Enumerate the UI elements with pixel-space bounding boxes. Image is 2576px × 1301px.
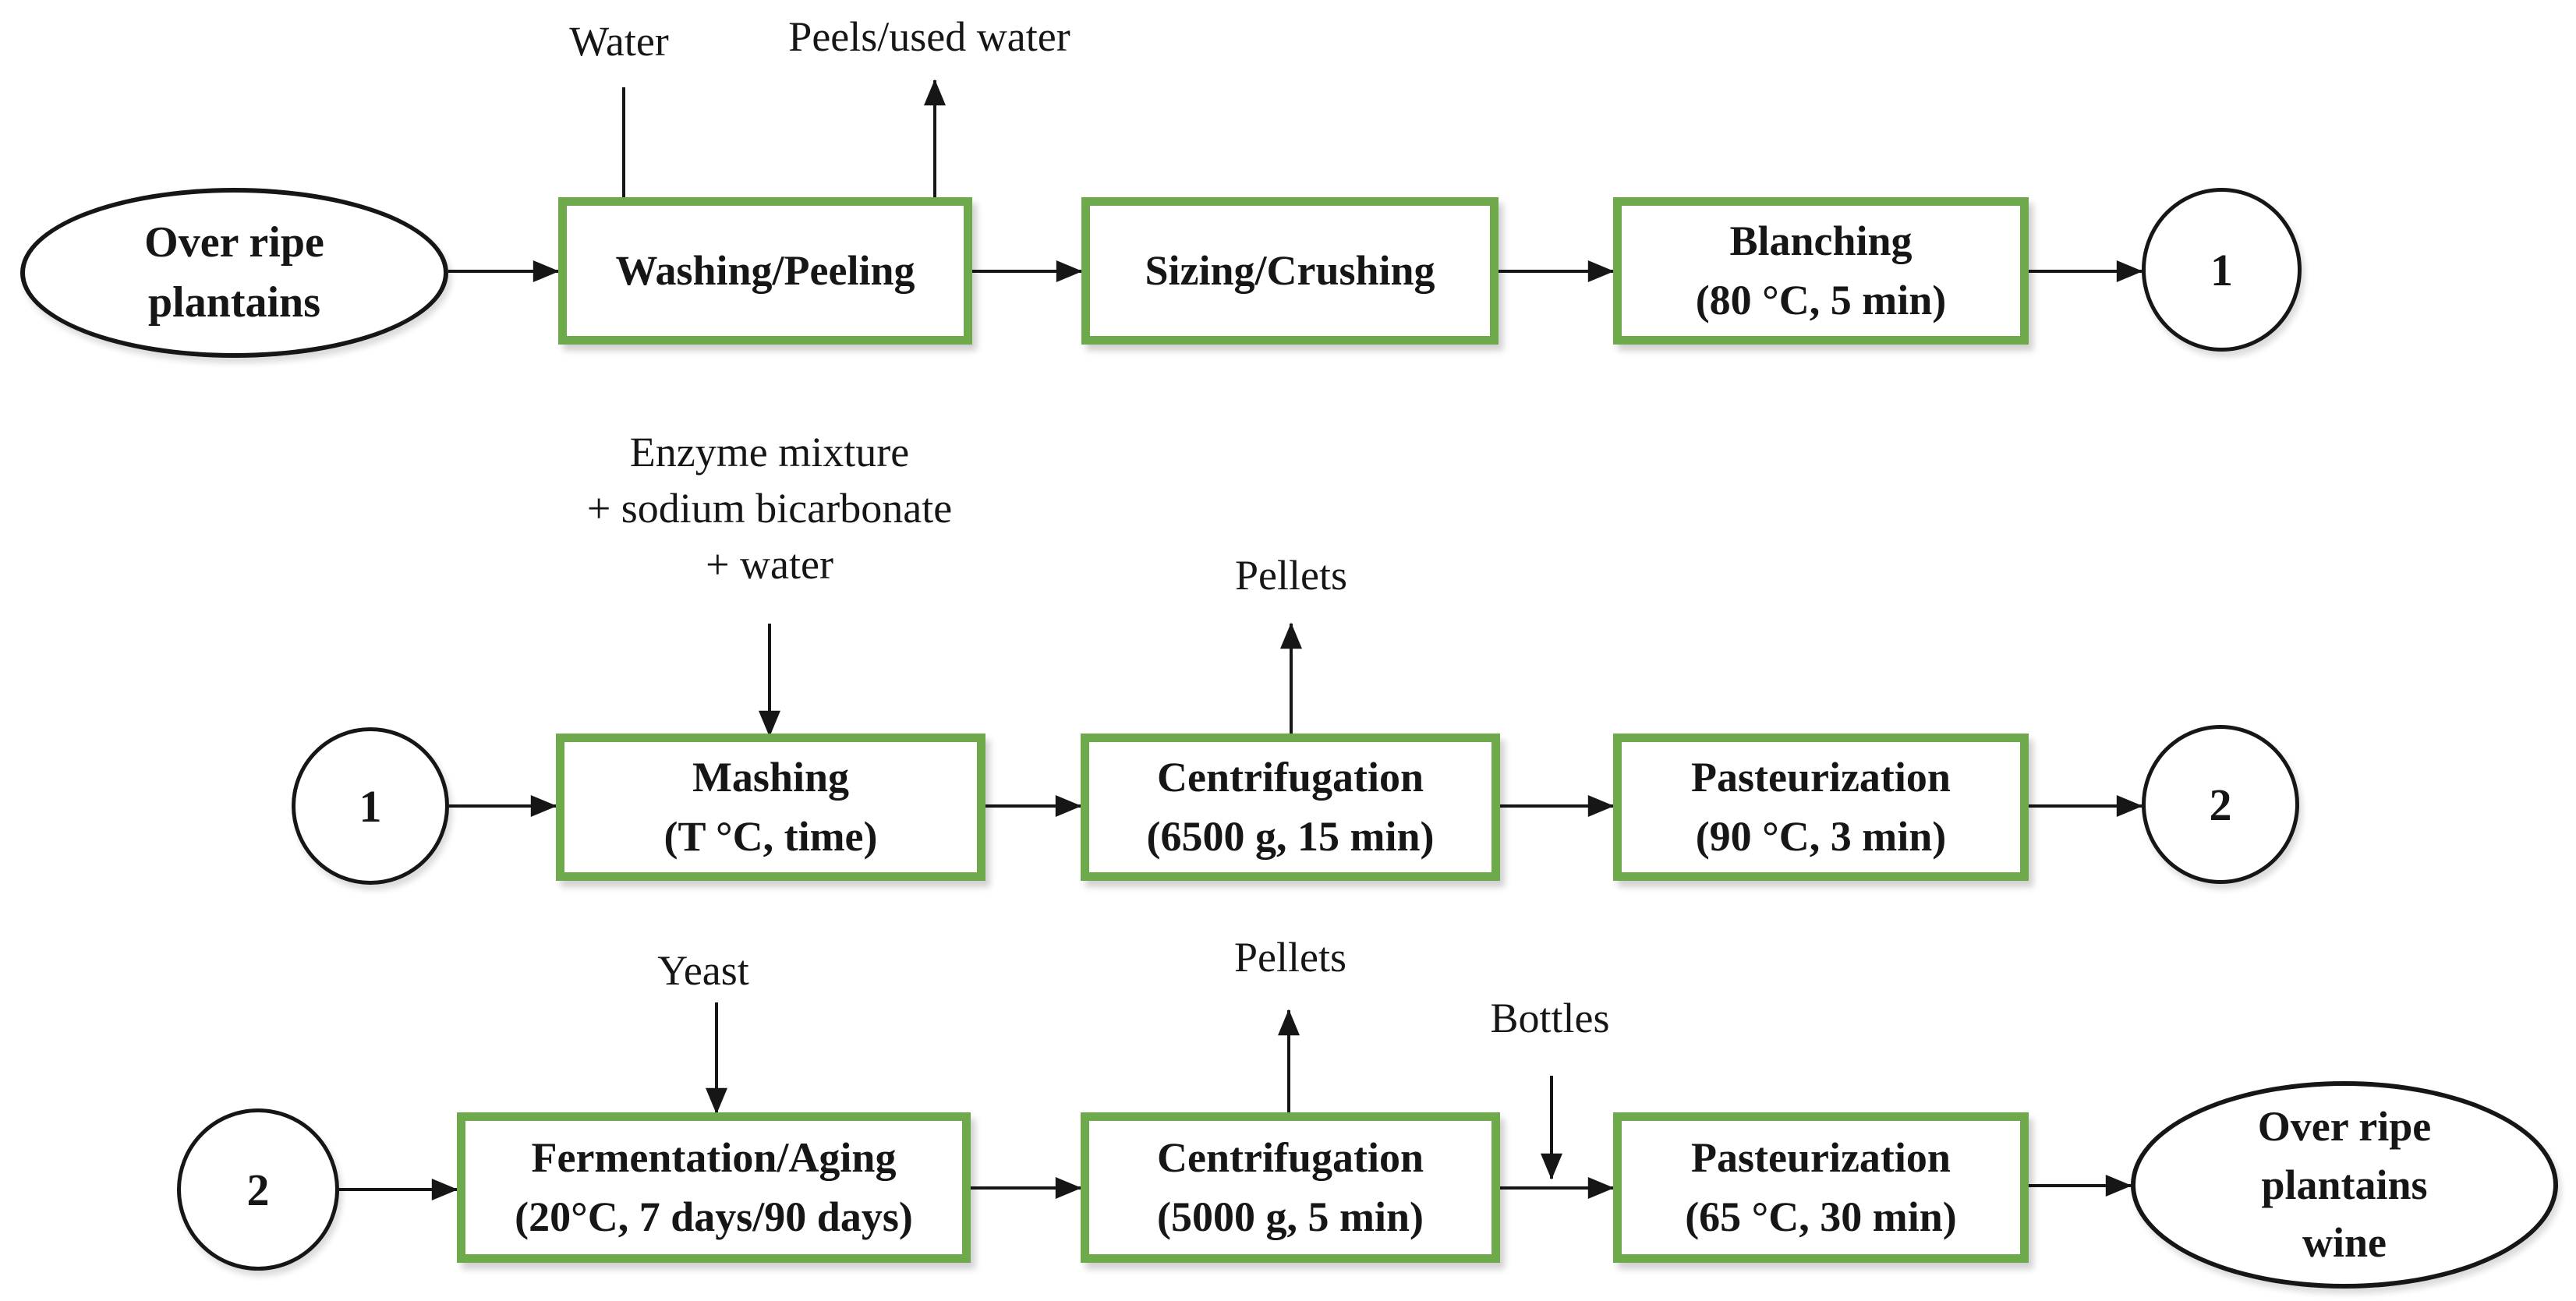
process-blanching: Blanching (80 °C, 5 min) <box>1613 197 2029 345</box>
annotation-enzyme-mixture: Enzyme mixture + sodium bicarbonate + wa… <box>587 425 952 592</box>
terminator-label-line1: Over ripe <box>2257 1103 2432 1151</box>
process-parameters: (6500 g, 15 min) <box>1146 812 1435 860</box>
connector-number: 1 <box>2210 244 2233 295</box>
connector-circle-2-in: 2 <box>177 1108 339 1271</box>
annotation-bottles: Bottles <box>1490 995 1610 1041</box>
process-label: Washing/Peeling <box>615 246 915 294</box>
annotation-pellets-2: Pellets <box>1234 934 1346 981</box>
connector-circle-1-out: 1 <box>2142 188 2302 352</box>
process-washing-peeling: Washing/Peeling <box>558 197 972 345</box>
process-label: Blanching <box>1729 217 1913 264</box>
annotation-yeast: Yeast <box>657 947 749 994</box>
annotation-line1: Enzyme mixture <box>629 429 910 476</box>
annotation-line2: + sodium bicarbonate <box>586 484 953 532</box>
process-parameters: (65 °C, 30 min) <box>1685 1193 1957 1240</box>
process-parameters: (80 °C, 5 min) <box>1695 276 1947 323</box>
process-parameters: (5000 g, 5 min) <box>1157 1193 1424 1240</box>
process-centrifugation-2: Centrifugation (5000 g, 5 min) <box>1081 1112 1500 1263</box>
connector-circle-1-in: 1 <box>292 727 449 885</box>
terminator-label-line1: Over ripe <box>144 217 324 267</box>
process-sizing-crushing: Sizing/Crushing <box>1081 197 1499 345</box>
process-label: Centrifugation <box>1157 753 1424 801</box>
process-pasteurization-2: Pasteurization (65 °C, 30 min) <box>1613 1112 2029 1263</box>
terminator-over-ripe-plantains-wine: Over ripe plantains wine <box>2131 1081 2558 1289</box>
terminator-label-line2: plantains <box>2261 1161 2428 1208</box>
process-label: Sizing/Crushing <box>1145 246 1435 294</box>
connector-circle-2-out: 2 <box>2142 725 2299 884</box>
process-parameters: (T °C, time) <box>663 812 878 860</box>
process-pasteurization-1: Pasteurization (90 °C, 3 min) <box>1613 734 2029 881</box>
terminator-label-line3: wine <box>2302 1219 2387 1267</box>
annotation-line3: + water <box>706 540 833 588</box>
annotation-peels-used-water: Peels/used water <box>788 13 1070 60</box>
process-label: Centrifugation <box>1157 1133 1424 1181</box>
process-label: Mashing <box>692 753 850 801</box>
process-parameters: (90 °C, 3 min) <box>1695 812 1947 860</box>
terminator-over-ripe-plantains: Over ripe plantains <box>20 188 448 358</box>
process-fermentation-aging: Fermentation/Aging (20°C, 7 days/90 days… <box>457 1112 971 1263</box>
connector-number: 2 <box>2209 779 2232 830</box>
process-mashing: Mashing (T °C, time) <box>556 734 985 881</box>
process-parameters: (20°C, 7 days/90 days) <box>515 1193 913 1240</box>
process-label: Pasteurization <box>1691 1133 1951 1181</box>
connector-number: 2 <box>246 1164 270 1215</box>
process-centrifugation-1: Centrifugation (6500 g, 15 min) <box>1081 734 1500 881</box>
terminator-label-line2: plantains <box>148 278 320 327</box>
annotation-pellets-1: Pellets <box>1235 552 1347 599</box>
process-label: Pasteurization <box>1691 753 1951 801</box>
connector-number: 1 <box>359 780 382 832</box>
annotation-water: Water <box>569 18 669 65</box>
process-label: Fermentation/Aging <box>531 1133 897 1181</box>
